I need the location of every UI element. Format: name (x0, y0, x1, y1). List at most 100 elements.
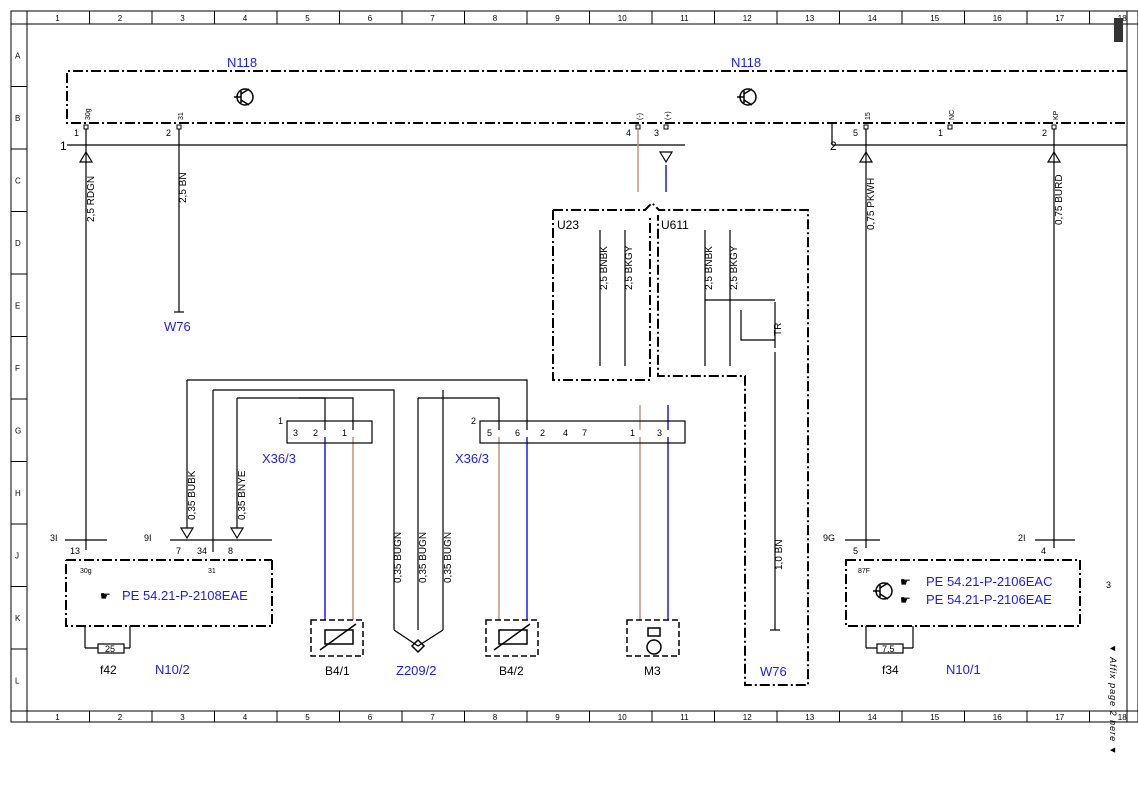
column-ruler: 1122334455667788991010111112121313141415… (55, 11, 1127, 722)
n10-2-conn9i: 9I (144, 533, 152, 543)
column-number: 9 (555, 14, 560, 23)
n118-pins (83, 124, 1057, 130)
x36-3-right-label: X36/3 (455, 451, 489, 466)
row-letter: C (15, 176, 21, 185)
n10-2-pin7: 7 (176, 546, 181, 556)
x2-pin1: 1 (630, 428, 635, 438)
wire-label: 0,35 BUGN (418, 532, 429, 583)
column-number: 3 (180, 713, 185, 722)
u611-label: U611 (661, 218, 689, 232)
column-number: 6 (368, 14, 373, 23)
ref-left[interactable]: PE 54.21-P-2108EAE (122, 588, 248, 603)
n10-1-pin4: 4 (1041, 546, 1046, 556)
transistor-icon (234, 88, 254, 106)
column-number: 13 (805, 713, 814, 722)
wire-label: 2,5 BKGY (729, 245, 740, 290)
column-number: 17 (1055, 713, 1064, 722)
x1-pin1: 1 (342, 428, 347, 438)
column-number: 5 (305, 713, 310, 722)
n10-2-label: N10/2 (155, 662, 190, 677)
n118-pin2-term: 31 (178, 112, 185, 120)
n10-2-pin13: 13 (70, 546, 80, 556)
x2-pin5: 5 (487, 428, 492, 438)
n10-1-term87f: 87F (858, 568, 870, 575)
wire-label: 2,5 BNBK (599, 246, 610, 290)
n118-left-label: N118 (227, 55, 257, 70)
column-number: 1 (55, 14, 60, 23)
wires (85, 129, 1055, 647)
row-letter: B (15, 114, 20, 123)
column-number: 7 (430, 713, 435, 722)
n10-1-label: N10/1 (946, 662, 981, 677)
x1-pin3: 3 (293, 428, 298, 438)
x2-pin3: 3 (657, 428, 662, 438)
n118-right-label: N118 (731, 55, 761, 70)
n118-pin3-term: (+) (665, 111, 672, 120)
frame (10, 10, 1138, 723)
column-number: 4 (243, 14, 248, 23)
n10-1-conn2i: 2I (1018, 533, 1026, 543)
hand-pointer-icon: ☛ (900, 575, 911, 589)
column-number: 11 (680, 713, 689, 722)
column-number: 6 (368, 713, 373, 722)
row-letter: J (15, 551, 19, 560)
n118-pin5-num: 5 (853, 128, 858, 138)
n118-pin2r-term: KP (1053, 110, 1060, 120)
x2-pin2: 2 (540, 428, 545, 438)
wire-label: 0,75 PKWH (866, 178, 877, 230)
wire-label: 0,75 BURD (1054, 174, 1065, 225)
x2-num: 2 (471, 416, 476, 426)
x1-num: 1 (278, 416, 283, 426)
wire-label: 0,35 BUBK (187, 470, 198, 520)
n10-2-term31: 31 (208, 568, 216, 575)
column-number: 3 (180, 14, 185, 23)
wire-label: 2,5 BNBK (704, 246, 715, 290)
n10-1-pin5: 5 (853, 546, 858, 556)
column-number: 5 (305, 14, 310, 23)
transistor-icon (873, 582, 893, 600)
x2-pin4: 4 (563, 428, 568, 438)
ref-right-1[interactable]: PE 54.21-P-2106EAC (926, 574, 1052, 589)
z209-2-splice (410, 638, 426, 654)
fuse-25-label: 25 (105, 644, 115, 654)
row-letter: L (15, 676, 20, 685)
n10-1-conn9g: 9G (823, 533, 835, 543)
column-number: 9 (555, 713, 560, 722)
ref-right-2[interactable]: PE 54.21-P-2106EAE (926, 592, 1052, 607)
wire-label: 2,5 BKGY (624, 245, 635, 290)
x36-3-left-connector (286, 420, 373, 444)
row-letter: H (15, 489, 21, 498)
column-number: 1 (55, 713, 60, 722)
column-number: 16 (993, 713, 1002, 722)
w76-left-label: W76 (164, 319, 191, 334)
corner-mark (1114, 18, 1123, 42)
wire-label: 0,35 BUGN (393, 532, 404, 583)
n118-pinnc-num: 1 (938, 128, 943, 138)
wire-label: 2,5 BN (178, 172, 189, 203)
plug-1-label: 1 (60, 139, 67, 153)
column-number: 18 (1118, 713, 1127, 722)
column-number: 10 (618, 713, 627, 722)
transistor-icon (737, 88, 757, 106)
column-number: 12 (743, 14, 752, 23)
column-number: 12 (743, 713, 752, 722)
n118-pin2-num: 2 (166, 128, 171, 138)
x2-pin7: 7 (582, 428, 587, 438)
n10-2-module (65, 559, 273, 627)
column-number: 7 (430, 14, 435, 23)
column-number: 4 (243, 713, 248, 722)
column-number: 15 (930, 14, 939, 23)
n10-2-term30g: 30g (80, 568, 92, 575)
column-number: 2 (118, 14, 123, 23)
f34-label: f34 (882, 663, 899, 677)
fuse-75-label: 7,5 (882, 644, 895, 654)
wire-label: 0,35 BUGN (443, 532, 454, 583)
column-number: 8 (493, 713, 498, 722)
plug-2-label: 2 (830, 139, 837, 153)
n10-2-pin34: 34 (197, 546, 207, 556)
arrows (78, 150, 1062, 540)
m3-label: M3 (644, 664, 661, 678)
hand-pointer-icon: ☛ (900, 593, 911, 607)
z209-2-label: Z209/2 (396, 663, 436, 678)
